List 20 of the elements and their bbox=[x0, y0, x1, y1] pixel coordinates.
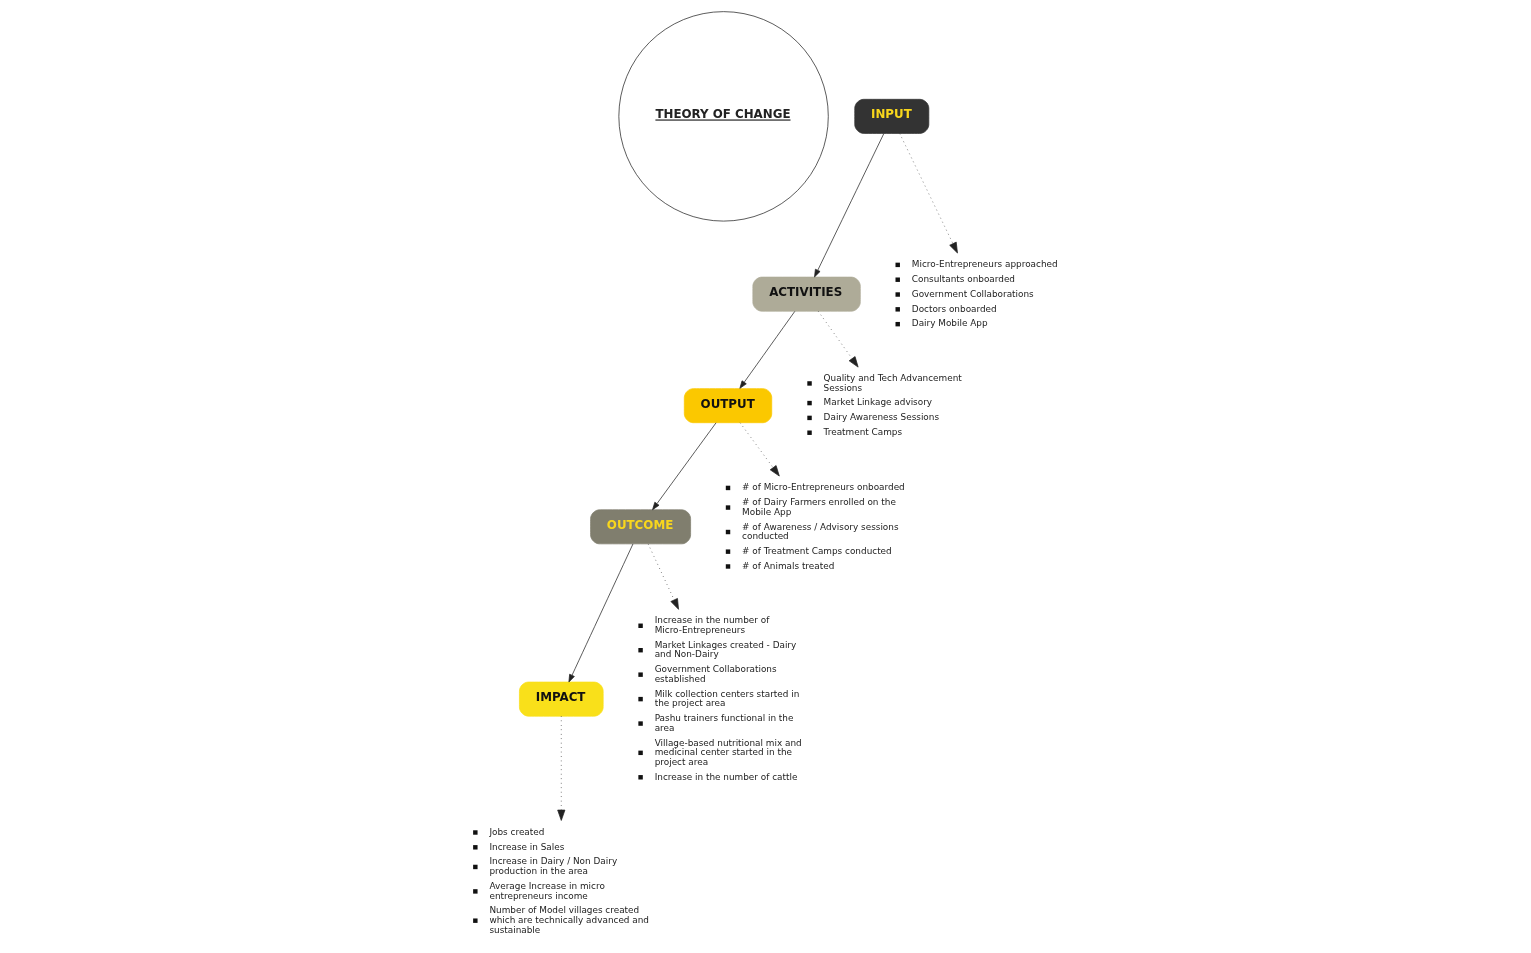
node-box: OUTPUT bbox=[683, 388, 772, 424]
arrow bbox=[556, 715, 565, 821]
arrow bbox=[739, 422, 780, 477]
arrow bbox=[568, 543, 633, 683]
arrow bbox=[651, 422, 716, 511]
node-text: Increase in the number of Micro-Entrepreneurs Market Linkages created - Dairy and Non-Dairy Government Collaborations established Milk collection centers started in the project area Pashu trainers functional in the area Village-based nutritional mix and medicinal center started in the project area Increase in the number of cattle bbox=[654, 615, 802, 782]
arrow bbox=[813, 133, 884, 278]
node-box: IMPACT bbox=[518, 681, 604, 717]
arrow bbox=[898, 133, 958, 254]
node-box: OUTCOME bbox=[589, 509, 691, 545]
node-box: INPUT bbox=[853, 98, 929, 134]
arrow bbox=[739, 311, 795, 389]
node-box: ACTIVITIES bbox=[752, 276, 861, 312]
node-text: Micro-Entrepreneurs approached Consultants onboarded Government Collaborations Doctors onboarded Dairy Mobile App bbox=[911, 259, 1058, 329]
node-text: Jobs created Increase in Sales Increase in Dairy / Non Dairy production in the area Average Increase in micro entrepreneurs income Number of Model villages created which are technically advanced and sustainable bbox=[488, 826, 649, 935]
node-circle: THEORY OF CHANGE bbox=[617, 11, 829, 222]
arrow bbox=[817, 311, 858, 368]
node-text: Quality and Tech Advancement Sessions Market Linkage advisory Dairy Awareness Sessions Treatment Camps bbox=[823, 372, 962, 438]
node-text: # of Micro-Entrepreneurs onboarded # of Dairy Farmers enrolled on the Mobile App # of Awareness / Advisory sessions conducted # of Treatment Camps conducted # of Animals treated bbox=[741, 482, 905, 571]
arrow bbox=[647, 543, 679, 610]
